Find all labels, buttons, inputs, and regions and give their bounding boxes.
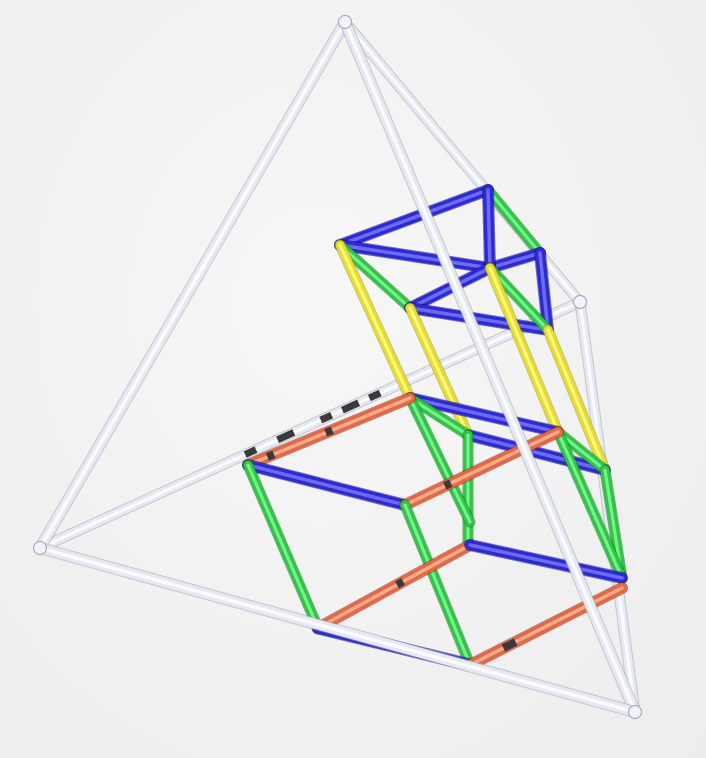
blue-edge-u4 [488,190,490,268]
outer-edge-top-to-left [40,22,345,548]
vertex-left [34,542,47,555]
outer-edge-left-to-back-band-0 [245,450,256,455]
outer-edge-left-to-back [40,302,580,548]
red-edge-3-band-0 [397,582,403,585]
vertex-back [574,296,587,309]
vertex-right [629,706,642,719]
outer-edge-left-to-back-band-2 [321,415,332,420]
red-edge-1-band-1 [326,430,332,433]
red-edge-1-band-0 [267,454,273,457]
blue-edge-u3 [490,253,540,268]
green-edge-u1 [488,190,540,253]
blue-edge-l1 [248,465,405,505]
red-edge-2-band-0 [445,483,451,486]
back-edges-layer [40,22,635,712]
green-edge-l2 [405,505,470,665]
red-edge-4-band-0 [503,642,515,648]
outer-edge-left-to-back-band-4 [369,393,380,398]
vertex-top [339,16,352,29]
blue-edge-l2 [470,545,622,578]
yellow-edge-1 [340,245,410,398]
